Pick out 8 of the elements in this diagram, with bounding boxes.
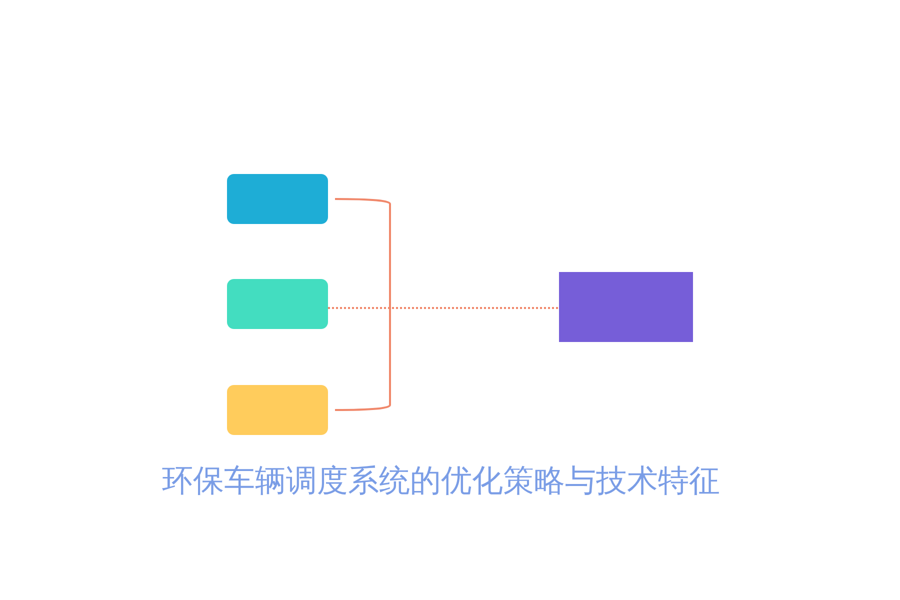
empty-box bbox=[227, 174, 328, 224]
bracket-connector bbox=[335, 308, 391, 411]
empty-box bbox=[559, 272, 693, 342]
diagram-title: 环保车辆调度系统的优化策略与技术特征 bbox=[161, 462, 721, 501]
dotted-connector bbox=[328, 307, 559, 309]
empty-box bbox=[227, 385, 328, 435]
empty-box bbox=[227, 279, 328, 329]
bracket-connector bbox=[335, 198, 391, 308]
